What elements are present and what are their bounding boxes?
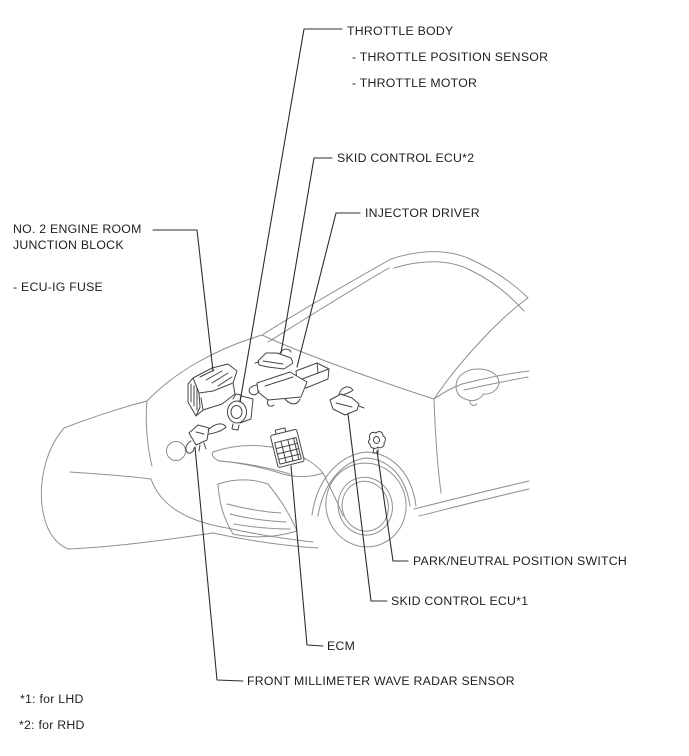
- label-throttle-motor: - THROTTLE MOTOR: [352, 76, 478, 90]
- ecm-illustration: [270, 427, 305, 468]
- label-throttle-position-sensor: - THROTTLE POSITION SENSOR: [352, 50, 549, 64]
- leader-park-neutral-position-switch: [376, 450, 409, 562]
- leader-skid-control-ecu-1: [347, 413, 388, 602]
- footnote-lhd: *1: for LHD: [20, 692, 84, 706]
- label-skid-control-ecu-1: SKID CONTROL ECU*1: [391, 594, 529, 608]
- label-injector-driver: INJECTOR DRIVER: [365, 206, 480, 220]
- label-throttle-body: THROTTLE BODY: [347, 24, 454, 38]
- injector-driver-illustration: [248, 362, 330, 407]
- label-ecm: ECM: [327, 639, 356, 653]
- skid-control-ecu-2-illustration: [254, 348, 294, 370]
- front-millimeter-wave-radar-sensor-illustration: [185, 423, 227, 454]
- label-front-millimeter-wave-radar-sensor: FRONT MILLIMETER WAVE RADAR SENSOR: [247, 674, 515, 688]
- label-junction-block-line1: NO. 2 ENGINE ROOM: [13, 222, 142, 236]
- car-body-outline: [40, 251, 530, 550]
- skid-control-ecu-1-illustration: [329, 386, 365, 416]
- leader-front-millimeter-wave-radar-sensor: [194, 446, 244, 682]
- footnote-rhd: *2: for RHD: [19, 718, 85, 732]
- junction-block-illustration: [187, 363, 238, 417]
- front-wheel: [325, 462, 407, 548]
- park-neutral-position-switch-illustration: [368, 431, 386, 454]
- leader-junction-block: [152, 229, 214, 372]
- leader-lines: [152, 28, 409, 682]
- leader-throttle-body: [239, 28, 343, 403]
- label-skid-control-ecu-2: SKID CONTROL ECU*2: [337, 151, 475, 165]
- leader-injector-driver: [296, 212, 361, 368]
- leader-skid-control-ecu-2: [280, 157, 333, 354]
- label-junction-block-line2: JUNCTION BLOCK: [13, 238, 124, 252]
- label-ecu-ig-fuse: - ECU-IG FUSE: [13, 280, 104, 294]
- label-park-neutral-position-switch: PARK/NEUTRAL POSITION SWITCH: [413, 554, 628, 568]
- throttle-body-illustration: [227, 393, 254, 431]
- leader-ecm: [290, 465, 324, 647]
